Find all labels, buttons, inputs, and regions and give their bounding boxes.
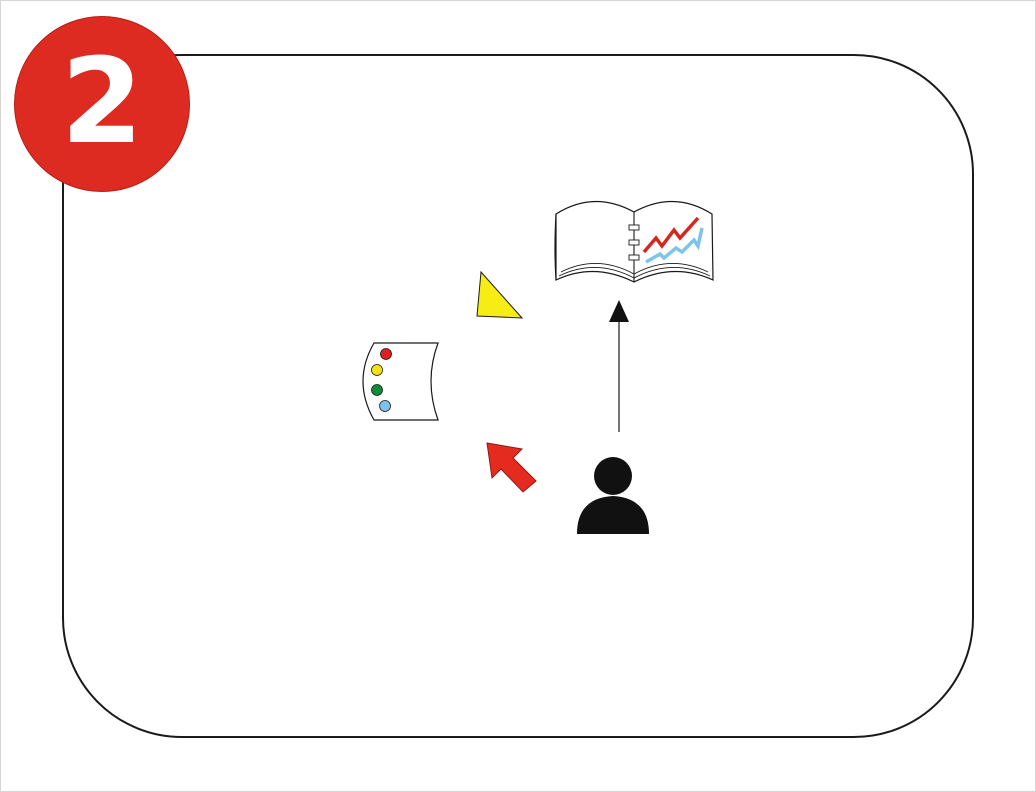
step-number: 2: [60, 32, 144, 170]
open-book-chart-icon: [554, 200, 714, 283]
database-drum-icon: [362, 342, 439, 421]
status-dot-red: [380, 348, 392, 360]
user-icon: [577, 457, 649, 534]
diagram-panel: [62, 54, 974, 738]
status-dot-blue: [379, 400, 391, 412]
yellow-triangle-pointer-icon: [476, 270, 524, 319]
step-badge: 2: [14, 16, 190, 192]
red-arrow-icon: [486, 442, 537, 493]
status-dot-green: [371, 384, 383, 396]
up-arrow-icon: [609, 300, 629, 432]
status-dot-yellow: [371, 364, 383, 376]
